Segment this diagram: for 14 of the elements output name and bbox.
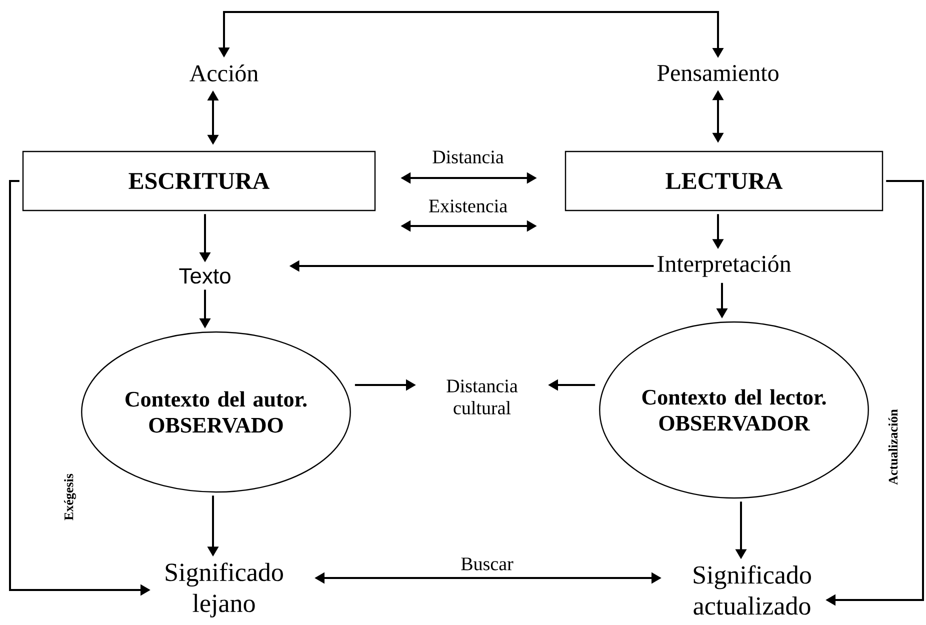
edge-label: Actualización xyxy=(887,408,899,486)
text-label: Interpretación xyxy=(658,255,791,277)
text-label: Pensamiento xyxy=(657,64,778,82)
edge-label: Existencia xyxy=(428,200,508,212)
process-box: ESCRITURA xyxy=(22,150,376,212)
edge-label: Exégesis xyxy=(63,472,77,522)
text-label: Significado lejano xyxy=(166,562,283,618)
process-box: LECTURA xyxy=(564,150,884,212)
edge-label: Distancia xyxy=(432,150,504,164)
text-label: Acción xyxy=(190,64,258,82)
text-label: Significado actualizado xyxy=(694,565,811,615)
text-label: Distancia cultural xyxy=(446,380,518,414)
edge-label: Buscar xyxy=(461,558,514,570)
text-label: Texto xyxy=(179,268,230,284)
